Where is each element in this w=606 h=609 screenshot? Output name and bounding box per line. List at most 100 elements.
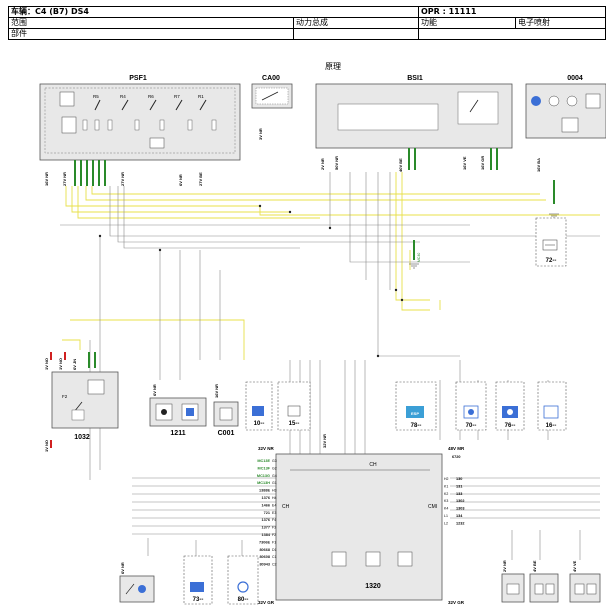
component-psf1: R5 R4 R6 R7 R1 (39, 83, 241, 161)
bottom-left-connector: 6V NR (120, 562, 125, 574)
ecu-left-pin: 721 (264, 511, 270, 515)
svg-text:1V NO: 1V NO (44, 440, 49, 452)
bottom-right-b-connector: 4V BE (532, 560, 537, 572)
ecu-right-header-code: 6720 (452, 455, 460, 459)
ecu-left-pin: 1384 (262, 533, 271, 537)
label-70: 70-- (466, 423, 477, 429)
parts-label: 部件 (8, 28, 294, 40)
ecu-ch-left-label: CH (282, 504, 290, 510)
psf1-pins (74, 160, 106, 186)
scope-value: 动力总成 (293, 17, 419, 29)
label-bsi1: BSI1 (407, 75, 423, 82)
label-1211: 1211 (170, 430, 185, 437)
component-72 (535, 217, 567, 267)
bottom-right-a-connector: 2V NR (502, 560, 507, 572)
svg-text:40V BE: 40V BE (398, 158, 403, 172)
ecu-left-pin: 7306E (259, 540, 270, 544)
label-16: 16-- (546, 423, 557, 429)
relay-r1: R1 (198, 94, 204, 99)
opr-cell: OPR : 11111 (418, 6, 606, 18)
ecu-bottom-left-connector: 32V GR (258, 600, 275, 605)
svg-text:27V BE: 27V BE (198, 172, 203, 186)
ecu-right-pin: 1232 (456, 521, 464, 525)
svg-text:27V NR: 27V NR (62, 172, 67, 186)
ground-0004 (549, 180, 559, 219)
component-c001 (213, 401, 239, 427)
component-bottom-left (119, 575, 155, 603)
label-10: 10-- (254, 421, 265, 427)
ecu-left-pin: MC13H (257, 481, 270, 485)
ecu-right-pin: 133 (456, 492, 462, 496)
component-73 (183, 555, 213, 605)
label-0004: 0004 (567, 75, 583, 82)
ecu-left-pin-code: C1 (272, 555, 277, 559)
wire-junctions (98, 204, 404, 358)
ground-mc40: MC40 (409, 240, 421, 269)
ecu-top-left-connector: 32V NR (258, 446, 275, 451)
component-80 (227, 555, 259, 605)
ecu-left-pin: MC13E (257, 459, 270, 463)
relay-r6: R6 (148, 94, 154, 99)
relay-r5: R5 (93, 94, 99, 99)
svg-text:16V GR: 16V GR (480, 156, 485, 170)
ecu-left-pin-code: G2 (272, 466, 277, 470)
wires-yellow (62, 172, 600, 360)
ecu-right-pin: 131 (456, 484, 462, 488)
svg-text:2V NR: 2V NR (320, 158, 325, 170)
ecu-left-pin: MC13F (258, 466, 271, 470)
component-76 (495, 381, 525, 431)
parts-empty (418, 28, 606, 40)
ecu-top-right-connector: 48V MR (448, 446, 465, 451)
ecu-right-pin-code: H2 (444, 477, 449, 481)
label-ca00: CA00 (262, 75, 280, 82)
component-70 (455, 381, 487, 431)
header-table: 车辆：C4 (B7) DS4 OPR : 11111 范围 动力总成 功能 电子… (8, 6, 606, 40)
component-ca00 (251, 83, 293, 109)
ecu-left-pin: 80668 (259, 548, 270, 552)
component-16 (537, 381, 567, 431)
1211-connector: 6V NR (152, 384, 157, 396)
svg-text:50V NR: 50V NR (334, 156, 339, 170)
ecu-bottom-right-connector: 32V GR (448, 600, 465, 605)
ecu-left-pin-code: C2 (272, 563, 277, 567)
ecu-left-pin-code: F1 (272, 540, 276, 544)
bottom-right-c-connector: 4V VE (572, 560, 577, 572)
ecu-left-pin-code: G1 (272, 481, 277, 485)
svg-text:MC40: MC40 (417, 253, 421, 262)
component-1211 (149, 397, 207, 427)
ecu-left-pin: MC13G (257, 474, 270, 478)
ecu-right-pin-code: K1 (444, 484, 448, 488)
component-1032: F2 (51, 371, 119, 429)
ecu-left-pin: 1377 (262, 526, 270, 530)
1032-connectors: 1V NO 1V NO 6V JN 1V NO (44, 358, 77, 452)
parts-value (293, 28, 419, 40)
ecu-left-pin-code: H4 (272, 496, 277, 500)
scope-label: 范围 (8, 17, 294, 29)
component-bottom-right-c (569, 573, 601, 603)
component-15 (277, 381, 311, 431)
svg-text:1V NO: 1V NO (44, 358, 49, 370)
diagram-title: 原理 (325, 62, 341, 71)
label-psf1: PSF1 (129, 75, 147, 82)
ecu-left-pin-code: E3 (272, 511, 276, 515)
bsi1-connectors: 2V NR 50V NR 40V BE 16V VE 16V GR (320, 156, 485, 172)
ecu-right-pin: 134 (456, 514, 463, 518)
1032-red-pins (50, 352, 66, 448)
component-bottom-right-a (501, 573, 525, 603)
label-1320: 1320 (365, 583, 381, 590)
ecu-left-pin-code: D1 (272, 548, 277, 552)
ecu-left-pin: 80608 (259, 555, 270, 559)
ecu-right-pin-code: K4 (444, 507, 448, 511)
ecu-left-pin-code: F3 (272, 526, 276, 530)
ecu-right-pin-code: L1 (444, 514, 448, 518)
component-bsi1 (315, 83, 513, 149)
ecu-mid-connector: 32V NR (322, 434, 327, 448)
ecu-left-pin: 1376 (262, 518, 270, 522)
component-78: ESP (395, 381, 437, 431)
ecu-right-pin-code: L2 (444, 521, 448, 525)
label-76: 76-- (505, 423, 516, 429)
svg-text:6V NR: 6V NR (178, 174, 183, 186)
